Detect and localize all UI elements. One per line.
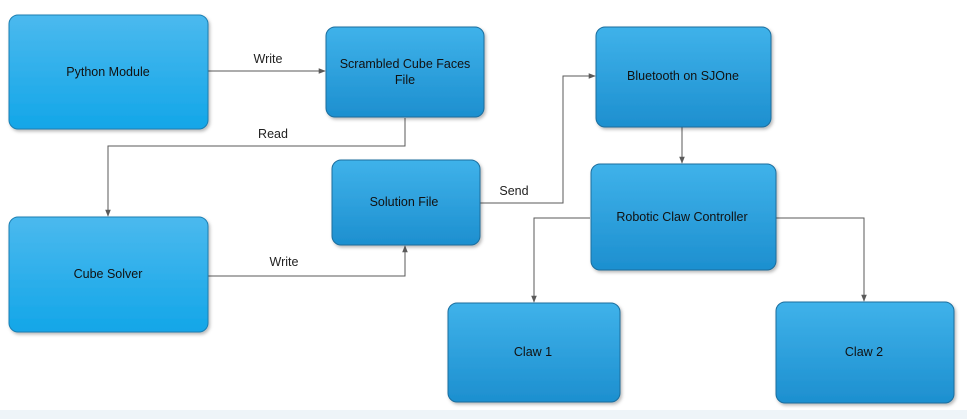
edge-label-send: Send [499, 184, 528, 198]
node-python-module: Python Module [8, 14, 209, 130]
node-label-claw-1: Claw 1 [514, 345, 552, 359]
node-robotic-claw-controller: Robotic Claw Controller [590, 163, 777, 271]
edge-solution-to-bluetooth [480, 73, 596, 204]
edges: Write Read Write Send [105, 52, 867, 303]
node-solution-file: Solution File [331, 159, 481, 246]
edge-scrambled-to-solver [105, 118, 406, 217]
node-bluetooth-on-sjone: Bluetooth on SJOne [595, 26, 772, 128]
node-label-bluetooth: Bluetooth on SJOne [627, 69, 739, 83]
node-label-claw-controller: Robotic Claw Controller [616, 210, 747, 224]
node-claw-1: Claw 1 [447, 302, 621, 403]
edge-solver-to-solution [208, 245, 408, 277]
edge-label-read: Read [258, 127, 288, 141]
bottom-strip [0, 410, 967, 419]
node-scrambled-cube-faces-file: Scrambled Cube Faces File [325, 26, 485, 118]
node-label-scrambled-line2: File [395, 73, 415, 87]
edge-label-write-1: Write [254, 52, 283, 66]
edge-controller-to-claw1 [531, 217, 590, 303]
edge-controller-to-claw2 [776, 217, 867, 302]
node-label-python-module: Python Module [66, 65, 149, 79]
node-cube-solver: Cube Solver [8, 216, 209, 333]
node-label-scrambled-line1: Scrambled Cube Faces [340, 57, 471, 71]
node-label-solution-file: Solution File [370, 195, 439, 209]
node-label-claw-2: Claw 2 [845, 345, 883, 359]
node-claw-2: Claw 2 [775, 301, 955, 404]
node-label-cube-solver: Cube Solver [74, 267, 143, 281]
edge-label-write-2: Write [270, 255, 299, 269]
